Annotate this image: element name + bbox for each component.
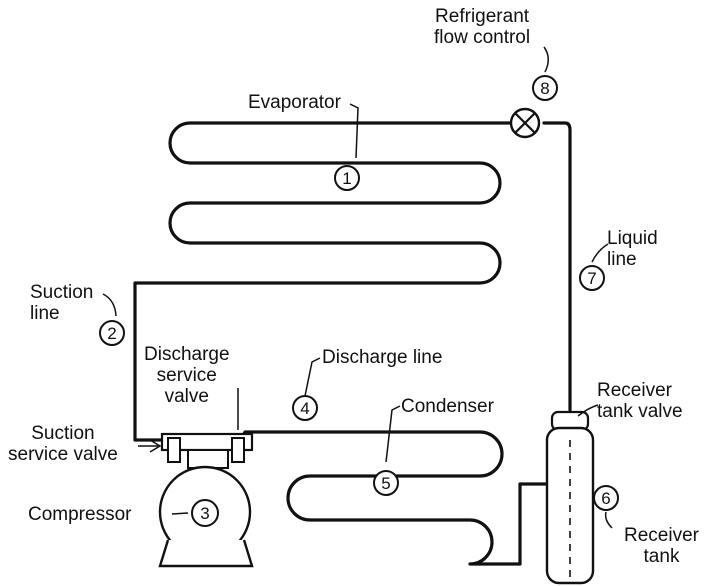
label-evaporator: Evaporator bbox=[248, 92, 341, 113]
num-8: 8 bbox=[540, 79, 549, 98]
num-5: 5 bbox=[381, 474, 390, 493]
service-valves bbox=[160, 432, 254, 463]
suction-service-valve-line-1: Suction bbox=[31, 423, 95, 444]
suction-line-line-2: line bbox=[30, 303, 60, 324]
label-suction-line: Suction line bbox=[30, 282, 93, 324]
num-4: 4 bbox=[300, 399, 309, 418]
num-circle-1: 1 bbox=[334, 165, 360, 191]
label-discharge-service-valve: Discharge service valve bbox=[144, 344, 230, 407]
num-circle-4: 4 bbox=[292, 395, 318, 421]
label-discharge-line: Discharge line bbox=[322, 347, 443, 368]
num-circle-5: 5 bbox=[373, 470, 399, 496]
refrigerant-flow-control-line-2: flow control bbox=[434, 27, 531, 48]
num-circle-2: 2 bbox=[99, 320, 125, 346]
label-compressor: Compressor bbox=[28, 504, 132, 525]
num-7: 7 bbox=[587, 269, 596, 288]
num-circle-6: 6 bbox=[593, 485, 619, 511]
num-2: 2 bbox=[107, 324, 116, 343]
label-suction-service-valve: Suction service valve bbox=[8, 423, 118, 465]
label-liquid-line: Liquid line bbox=[607, 228, 658, 270]
liquid-line-line-2: line bbox=[607, 249, 637, 270]
receiver-tank-icon bbox=[545, 410, 595, 585]
discharge-service-valve-line-1: Discharge bbox=[144, 344, 230, 365]
num-3: 3 bbox=[200, 504, 209, 523]
suction-line-line-1: Suction bbox=[30, 282, 94, 303]
label-refrigerant-flow-control: Refrigerant flow control bbox=[434, 6, 530, 48]
num-circle-7: 7 bbox=[579, 265, 605, 291]
discharge-service-valve-line-3: valve bbox=[164, 386, 209, 407]
receiver-tank-valve-line-1: Receiver bbox=[597, 380, 672, 401]
receiver-tank-line-2: tank bbox=[643, 546, 680, 567]
label-condenser: Condenser bbox=[401, 396, 494, 417]
refrigerant-flow-control-line-1: Refrigerant bbox=[435, 6, 530, 27]
leader-lines bbox=[102, 46, 613, 529]
receiver-tank-line-1: Receiver bbox=[624, 525, 699, 546]
num-circle-8: 8 bbox=[532, 75, 558, 101]
flow-control-valve-icon bbox=[509, 107, 541, 139]
receiver-tank-valve-line-2: tank valve bbox=[597, 401, 683, 422]
num-circle-3: 3 bbox=[191, 499, 219, 527]
label-receiver-tank: Receiver tank bbox=[624, 525, 699, 567]
evaporator-coil bbox=[133, 121, 527, 442]
num-1: 1 bbox=[342, 169, 351, 188]
condenser-coil bbox=[238, 430, 547, 566]
discharge-service-valve-line-2: service bbox=[156, 365, 217, 386]
label-receiver-tank-valve: Receiver tank valve bbox=[597, 380, 683, 422]
liquid-line-line-1: Liquid bbox=[607, 228, 658, 249]
liquid-line bbox=[542, 121, 572, 412]
suction-service-valve-line-2: service valve bbox=[8, 444, 118, 465]
num-6: 6 bbox=[601, 489, 610, 508]
